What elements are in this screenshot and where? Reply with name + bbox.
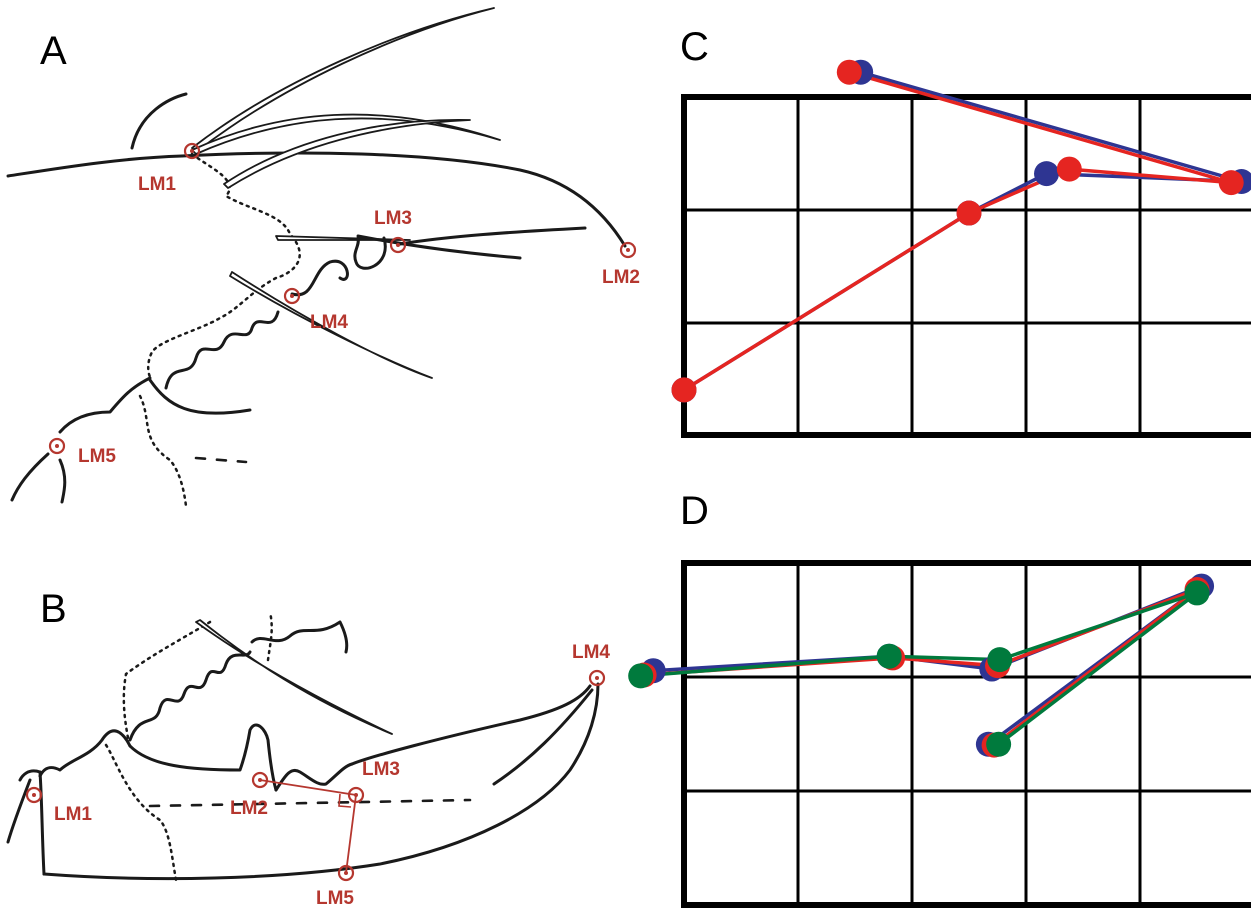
series-line-blue [683, 70, 1244, 392]
landmark-a-5: LM5 [48, 437, 116, 467]
landmark-point-green [876, 643, 902, 669]
landmark-point-blue [1034, 161, 1060, 187]
panel-letter-c: C [680, 25, 709, 69]
landmark-point-red [1218, 170, 1244, 196]
landmark-label: LM5 [316, 888, 354, 909]
landmark-point-green [1184, 580, 1210, 606]
panel-a-landmarks: LM1 LM2 LM3 LM4 LM5 [48, 142, 640, 467]
panel-b-landmarks: LM1 LM2 LM3 LM4 LM5 [25, 642, 610, 909]
landmark-label: LM1 [138, 174, 176, 195]
landmark-point-red [956, 200, 982, 226]
landmark-point-red [671, 377, 697, 403]
panel-c: C [671, 25, 1251, 438]
grid-c [681, 94, 1251, 438]
landmark-point-green [628, 663, 654, 689]
landmark-a-1: LM1 [138, 142, 201, 195]
landmark-label: LM3 [362, 759, 400, 780]
landmark-label: LM2 [602, 267, 640, 288]
landmark-b-3: LM3 [347, 759, 400, 804]
series-line-red [683, 70, 1233, 392]
panel-b-measurement-lines [259, 779, 358, 874]
series-line-green [640, 591, 1199, 746]
grid-d [681, 560, 1251, 908]
landmark-label: LM1 [54, 804, 92, 825]
panel-d: D [628, 489, 1251, 908]
landmark-a-3: LM3 [374, 208, 412, 254]
panel-letter-a: A [40, 29, 67, 73]
landmark-label: LM3 [374, 208, 412, 229]
shape-overlay-d [628, 573, 1215, 758]
landmark-b-5: LM5 [316, 864, 354, 909]
landmark-label: LM4 [572, 642, 610, 663]
landmark-label: LM4 [310, 312, 348, 333]
landmark-b-4: LM4 [572, 642, 610, 687]
panel-a-outline [6, 7, 627, 508]
panel-b-outline [6, 610, 600, 882]
panel-a: A LM1 [6, 7, 640, 508]
landmark-a-4: LM4 [283, 287, 348, 333]
landmark-point-green [987, 647, 1013, 673]
shape-overlay-c [671, 59, 1251, 403]
landmark-point-red [836, 59, 862, 85]
landmark-label: LM5 [78, 446, 116, 467]
landmark-point-red [1056, 156, 1082, 182]
landmark-b-1: LM1 [25, 786, 92, 825]
landmark-b-2: LM2 [230, 771, 269, 819]
landmark-point-green [986, 731, 1012, 757]
panel-letter-d: D [680, 489, 709, 533]
landmark-label: LM2 [230, 798, 268, 819]
series-line-blue [653, 584, 1204, 746]
panel-letter-b: B [40, 587, 67, 631]
landmark-a-2: LM2 [602, 241, 640, 288]
panel-b: B LM1 [6, 587, 610, 909]
